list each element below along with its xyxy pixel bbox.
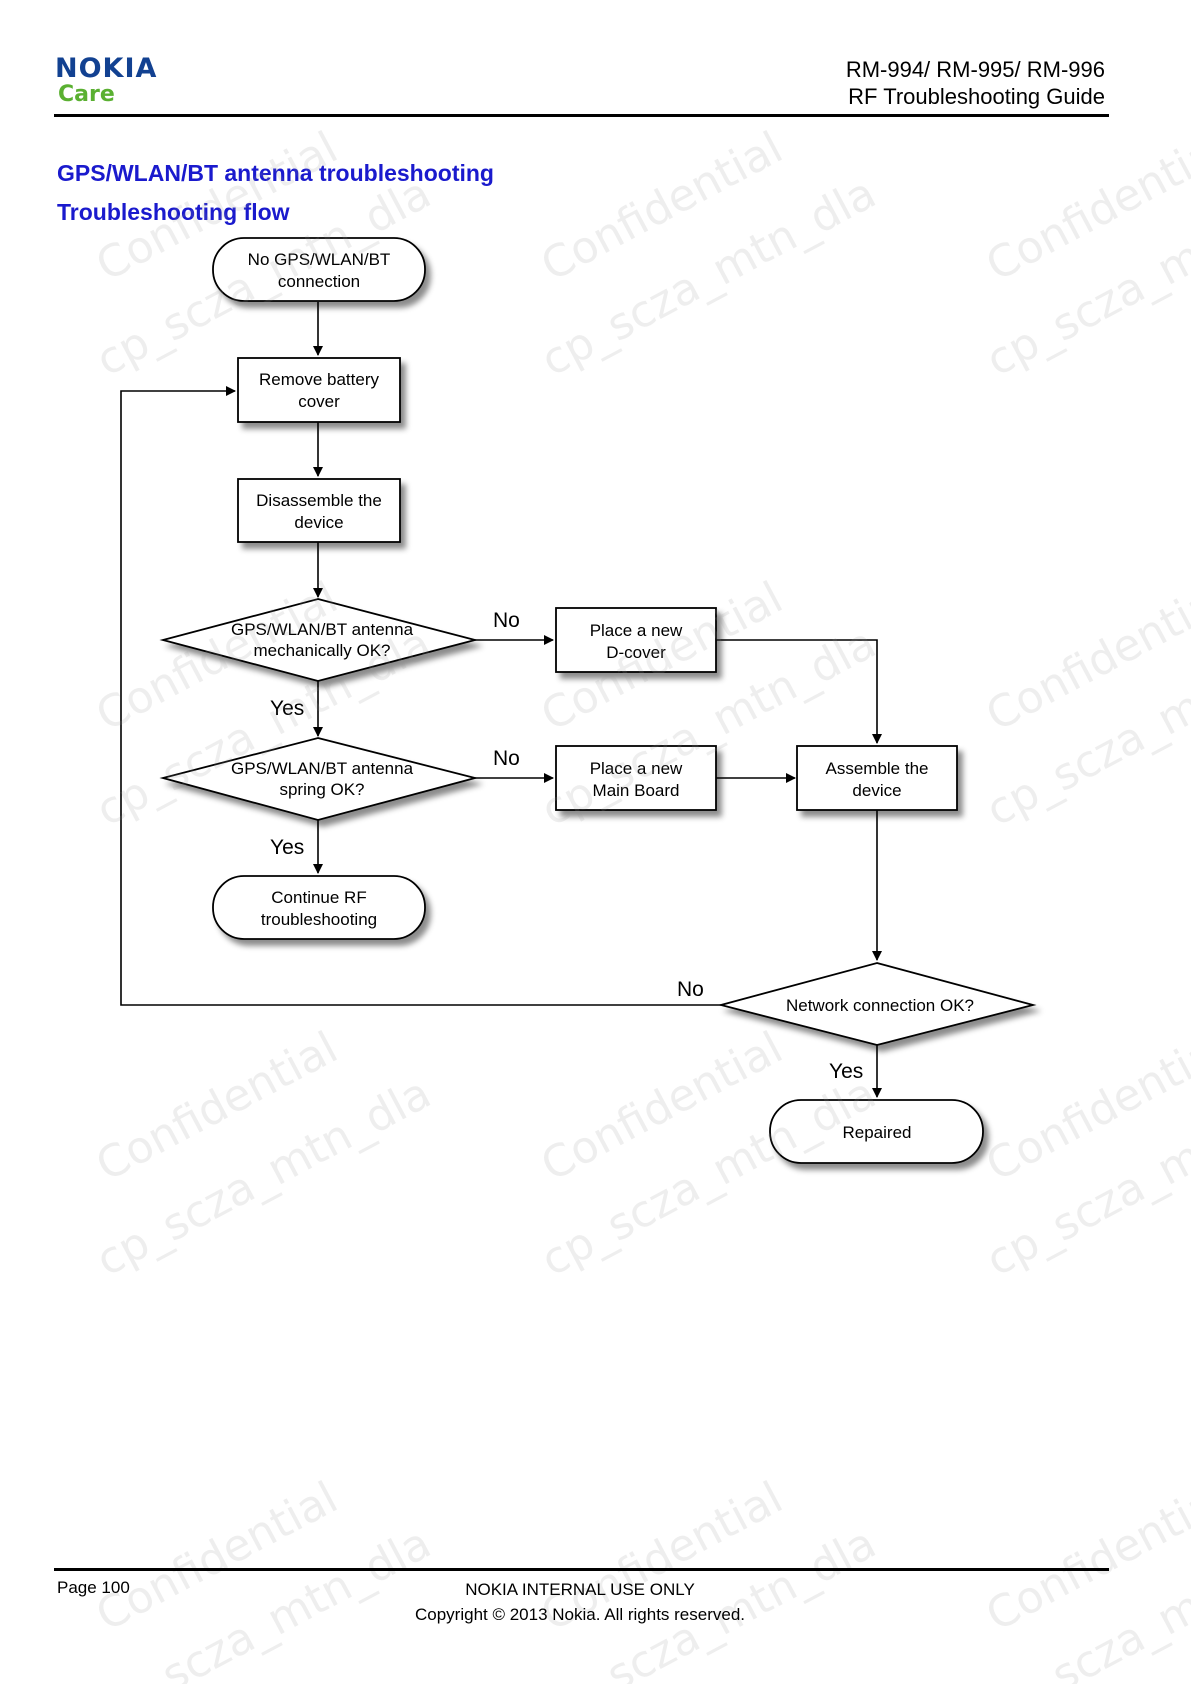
page-number: Page 100 bbox=[57, 1578, 130, 1597]
node-disassemble-label-2: device bbox=[294, 513, 343, 532]
node-assemble-shape bbox=[796, 745, 958, 811]
node-network-shape bbox=[717, 962, 1037, 1046]
branch-yes-spring: Yes bbox=[270, 836, 304, 859]
node-start-shape bbox=[212, 237, 426, 302]
node-continue-label-2: troubleshooting bbox=[261, 910, 377, 929]
section-subtitle: Troubleshooting flow bbox=[57, 199, 290, 225]
node-spring-shape bbox=[159, 737, 479, 821]
node-mechanical-label-2: mechanically OK? bbox=[253, 641, 390, 660]
branch-no-mechanical: No bbox=[493, 609, 520, 632]
document-header: RM-994/ RM-995/ RM-996 RF Troubleshootin… bbox=[846, 56, 1105, 110]
node-remove-cover-shape bbox=[237, 357, 401, 423]
troubleshooting-flowchart: No GPS/WLAN/BT connection Remove battery… bbox=[120, 237, 1037, 1164]
arrow-network-loop-back bbox=[120, 386, 721, 1006]
footer-classification: NOKIA INTERNAL USE ONLY bbox=[465, 1580, 695, 1599]
logo-nokia-text: NOKIA bbox=[55, 53, 158, 84]
nokia-care-logo: NOKIA Care bbox=[55, 53, 158, 108]
branch-no-network: No bbox=[677, 978, 704, 1001]
node-mainboard-label-1: Place a new bbox=[590, 759, 683, 778]
watermark-user-id: cp_scza_mtn_dla bbox=[978, 1517, 1191, 1684]
footer-rule bbox=[54, 1568, 1109, 1571]
watermark-user-id: cp_scza_mtn_dla bbox=[88, 1517, 440, 1684]
node-mechanical-shape bbox=[159, 598, 479, 682]
node-remove-cover-label-1: Remove battery bbox=[259, 370, 379, 389]
branch-no-spring: No bbox=[493, 747, 520, 770]
node-mechanical-label-1: GPS/WLAN/BT antenna bbox=[231, 620, 414, 639]
logo-care-text: Care bbox=[58, 82, 115, 107]
node-start-label-1: No GPS/WLAN/BT bbox=[248, 250, 391, 269]
header-rule bbox=[54, 114, 1109, 117]
node-spring-label-1: GPS/WLAN/BT antenna bbox=[231, 759, 414, 778]
guide-title: RF Troubleshooting Guide bbox=[848, 84, 1105, 109]
flowchart-connectors bbox=[120, 302, 882, 1098]
node-dcover-label-1: Place a new bbox=[590, 621, 683, 640]
node-spring-label-2: spring OK? bbox=[279, 780, 364, 799]
node-disassemble-label-1: Disassemble the bbox=[256, 491, 382, 510]
node-start-label-2: connection bbox=[278, 272, 360, 291]
node-mainboard-label-2: Main Board bbox=[593, 781, 680, 800]
node-mainboard-shape bbox=[555, 745, 717, 811]
watermark-user-id: cp_scza_mtn_dla bbox=[533, 1517, 885, 1684]
node-continue-label-1: Continue RF bbox=[271, 888, 366, 907]
flowchart-shapes bbox=[159, 237, 1037, 1164]
node-assemble-label-2: device bbox=[852, 781, 901, 800]
section-title: GPS/WLAN/BT antenna troubleshooting bbox=[57, 160, 494, 186]
model-numbers: RM-994/ RM-995/ RM-996 bbox=[845, 57, 1105, 82]
footer-copyright: Copyright © 2013 Nokia. All rights reser… bbox=[414, 1605, 745, 1624]
arrow-dcover-to-assemble bbox=[716, 639, 882, 744]
branch-yes-mechanical: Yes bbox=[270, 697, 304, 720]
node-dcover-label-2: D-cover bbox=[606, 643, 666, 662]
branch-yes-network: Yes bbox=[829, 1060, 863, 1083]
flowchart-node-labels: No GPS/WLAN/BT connection Remove battery… bbox=[231, 250, 974, 1142]
node-assemble-label-1: Assemble the bbox=[826, 759, 929, 778]
node-remove-cover-label-2: cover bbox=[298, 392, 340, 411]
flowchart-branch-labels: No Yes No Yes No Yes bbox=[270, 609, 863, 1083]
node-repaired-shape bbox=[769, 1099, 984, 1164]
node-network-label: Network connection OK? bbox=[786, 996, 974, 1015]
node-repaired-label: Repaired bbox=[843, 1123, 912, 1142]
node-disassemble-shape bbox=[237, 478, 401, 543]
node-dcover-shape bbox=[555, 607, 717, 673]
node-continue-shape bbox=[212, 875, 426, 940]
